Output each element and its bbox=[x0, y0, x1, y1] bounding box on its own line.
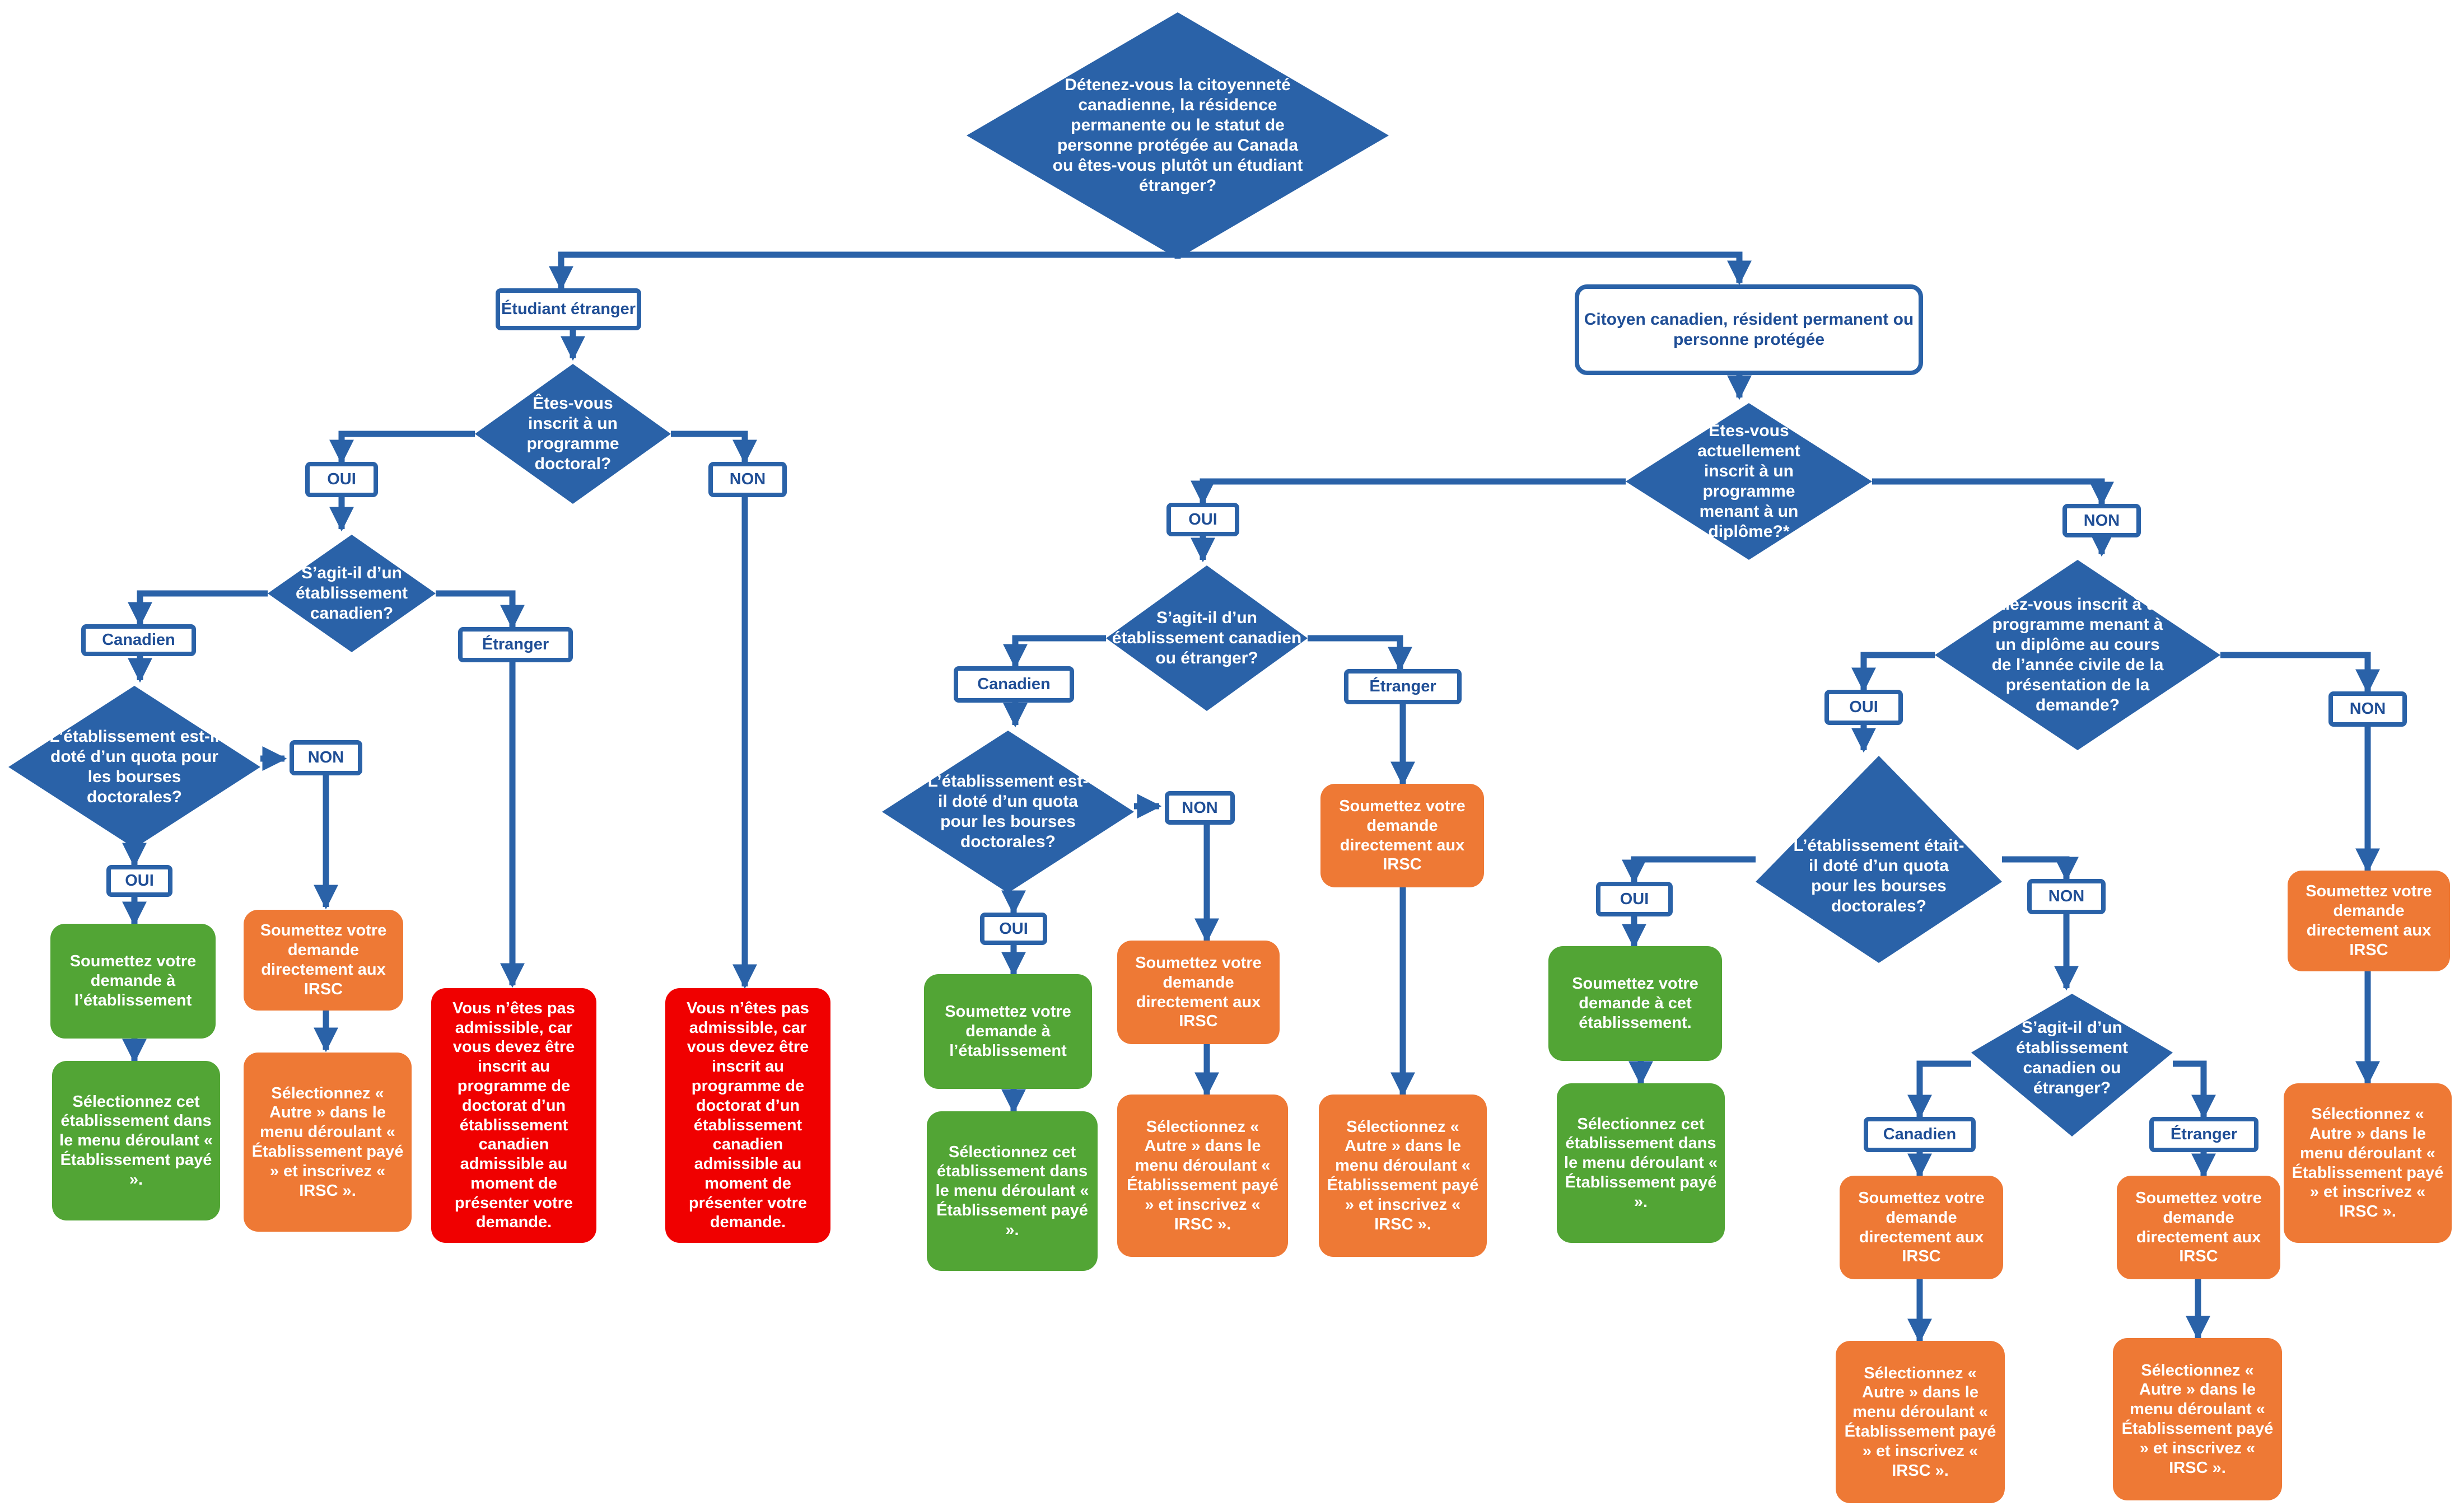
decision-diamond-intl-doctoral bbox=[475, 364, 671, 504]
box-select-institution-cit: Sélectionnez cet établissement dans le m… bbox=[927, 1111, 1098, 1271]
cit-quota-question-text: L’établissement est-il doté d’un quota p… bbox=[927, 772, 1089, 851]
box-select-other-not-enrolled: Sélectionnez « Autre » dans le menu déro… bbox=[2284, 1083, 2452, 1243]
box-select-other-prev-etranger: Sélectionnez « Autre » dans le menu déro… bbox=[2113, 1338, 2282, 1500]
decision-diamond-cit-enrolled bbox=[1626, 403, 1872, 560]
label-etranger-intl: Étranger bbox=[458, 627, 573, 662]
box-select-other-cit-foreign: Sélectionnez « Autre » dans le menu déro… bbox=[1319, 1095, 1487, 1257]
label-non-cit-quota: NON bbox=[1165, 791, 1235, 825]
box-select-other-prev-canadien: Sélectionnez « Autre » dans le menu déro… bbox=[1836, 1341, 2005, 1503]
box-apply-cihr-intl: Soumettez votre demande directement aux … bbox=[244, 910, 403, 1011]
box-select-institution-intl: Sélectionnez cet établissement dans le m… bbox=[52, 1061, 220, 1220]
cit-prev-quota-question-text: L’établissement était-il doté d’un quota… bbox=[1793, 836, 1964, 915]
box-select-institution-prev: Sélectionnez cet établissement dans le m… bbox=[1557, 1083, 1725, 1243]
label-oui-intl-quota: OUI bbox=[106, 865, 172, 897]
cit-institution-question-text: S’agit-il d’un établissement canadien ou… bbox=[1112, 609, 1302, 667]
cit-prev-enrolled-question-text: Étiez-vous inscrit à un programme menant… bbox=[1989, 595, 2167, 714]
label-oui-cit-enrolled: OUI bbox=[1166, 503, 1239, 536]
label-canadien-prev: Canadien bbox=[1864, 1117, 1976, 1152]
box-not-eligible-non-doctoral: Vous n’êtes pas admissible, car vous dev… bbox=[665, 988, 830, 1243]
box-apply-cihr-cit: Soumettez votre demande directement aux … bbox=[1117, 941, 1280, 1044]
decision-diamond-cit-prev-quota bbox=[1756, 756, 2002, 963]
intl-quota-question-text: L’établissement est-il doté d’un quota p… bbox=[49, 727, 220, 806]
box-apply-cihr-prev-etranger: Soumettez votre demande directement aux … bbox=[2117, 1176, 2280, 1279]
citizenship-question-text: Détenez-vous la citoyenneté canadienne, … bbox=[1052, 76, 1303, 195]
decision-diamond-intl-quota bbox=[8, 686, 260, 848]
decision-diamond-cit-prev-enrolled bbox=[1935, 560, 2220, 750]
box-apply-cihr-prev-canadien: Soumettez votre demande directement aux … bbox=[1840, 1176, 2003, 1279]
box-not-eligible-foreign: Vous n’êtes pas admissible, car vous dev… bbox=[431, 988, 596, 1243]
decision-diamond-citizenship bbox=[967, 12, 1389, 259]
label-non-cit-enrolled: NON bbox=[2062, 504, 2141, 537]
label-etranger-prev: Étranger bbox=[2149, 1117, 2258, 1152]
label-international-student: Étudiant étranger bbox=[496, 288, 641, 330]
label-canadien-intl: Canadien bbox=[81, 624, 196, 656]
intl-doctoral-question-text: Êtes-vous inscrit à un programme doctora… bbox=[526, 394, 619, 473]
decision-diamond-cit-institution bbox=[1106, 565, 1308, 711]
label-etranger-cit: Étranger bbox=[1344, 669, 1462, 704]
intl-institution-question-text: S’agit-il d’un établissement canadien? bbox=[295, 564, 408, 623]
label-non-prev-enrolled: NON bbox=[2328, 691, 2407, 727]
decision-diamond-intl-institution bbox=[268, 535, 436, 652]
box-apply-institution-cit: Soumettez votre demande à l’établissemen… bbox=[924, 974, 1092, 1089]
label-oui-intl-doctoral: OUI bbox=[305, 462, 378, 497]
label-canadien-cit: Canadien bbox=[954, 666, 1074, 703]
decision-diamond-cit-quota bbox=[882, 731, 1134, 893]
label-non-prev-quota: NON bbox=[2027, 879, 2106, 914]
box-apply-this-institution-prev: Soumettez votre demande à cet établissem… bbox=[1548, 946, 1722, 1061]
box-apply-cihr-not-enrolled: Soumettez votre demande directement aux … bbox=[2288, 871, 2450, 971]
cit-prev-institution-question-text: S’agit-il d’un établissement canadien ou… bbox=[2015, 1018, 2129, 1097]
label-oui-prev-quota: OUI bbox=[1596, 882, 1673, 916]
box-select-other-cit: Sélectionnez « Autre » dans le menu déro… bbox=[1117, 1095, 1288, 1257]
box-apply-institution-intl: Soumettez votre demande à l’établissemen… bbox=[50, 924, 216, 1039]
label-oui-cit-quota: OUI bbox=[980, 913, 1047, 945]
box-apply-cihr-cit-foreign: Soumettez votre demande directement aux … bbox=[1320, 784, 1484, 887]
box-select-other-intl: Sélectionnez « Autre » dans le menu déro… bbox=[244, 1053, 412, 1232]
cit-enrolled-question-text: Êtes-vous actuellement inscrit à un prog… bbox=[1697, 422, 1800, 541]
decision-diamond-cit-prev-institution bbox=[1971, 994, 2173, 1136]
label-non-intl-doctoral: NON bbox=[708, 462, 787, 497]
label-canadian-citizen: Citoyen canadien, résident permanent ou … bbox=[1575, 284, 1923, 375]
label-oui-prev-enrolled: OUI bbox=[1824, 690, 1903, 725]
label-non-intl-quota: NON bbox=[290, 740, 362, 775]
